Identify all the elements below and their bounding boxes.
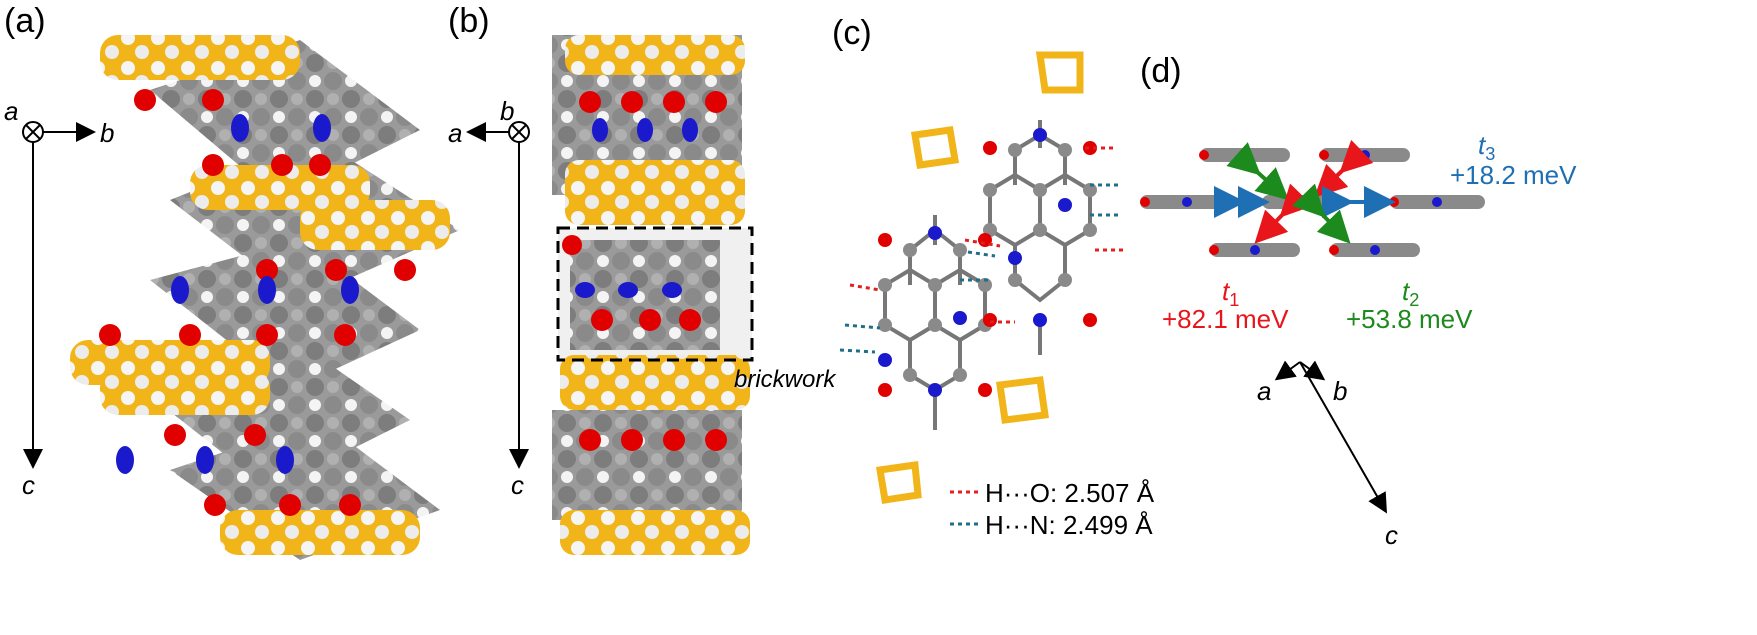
t2-value: +53.8 meV xyxy=(1346,304,1473,334)
axis-label-a-into: a xyxy=(4,96,19,126)
axis-label-b-left: a xyxy=(448,118,463,148)
t3-symbol: t3 xyxy=(1478,130,1496,165)
t2-symbol: t2 xyxy=(1402,276,1420,311)
legend-ho: H···O: 2.507 Å xyxy=(985,478,1155,508)
t1-value: +82.1 meV xyxy=(1162,304,1289,334)
brickwork-label: brickwork xyxy=(734,366,836,393)
panel-label-d: (d) xyxy=(1140,52,1182,90)
panel-label-c: (c) xyxy=(832,14,872,52)
axis-label-b-down: c xyxy=(511,470,524,500)
legend-hn: H···N: 2.499 Å xyxy=(985,510,1153,540)
axes-a xyxy=(22,121,96,469)
dimer-atoms-c xyxy=(839,51,1125,526)
t3-value: +18.2 meV xyxy=(1450,160,1577,190)
transfer-integral-diagram-d xyxy=(1140,139,1485,514)
axis-label-d-c: c xyxy=(1385,520,1398,550)
axis-label-d-b: b xyxy=(1333,376,1348,406)
crystal-structure-a xyxy=(70,35,460,560)
axis-label-b-into: b xyxy=(500,96,515,126)
t1-symbol: t1 xyxy=(1222,276,1240,311)
axis-label-a-right: b xyxy=(100,118,115,148)
axis-label-d-a: a xyxy=(1257,376,1272,406)
crystal-structure-b xyxy=(552,35,754,555)
axes-b xyxy=(466,121,530,469)
panel-label-b: (b) xyxy=(448,2,490,40)
axis-label-a-down: c xyxy=(22,470,35,500)
panel-label-a: (a) xyxy=(4,2,46,40)
